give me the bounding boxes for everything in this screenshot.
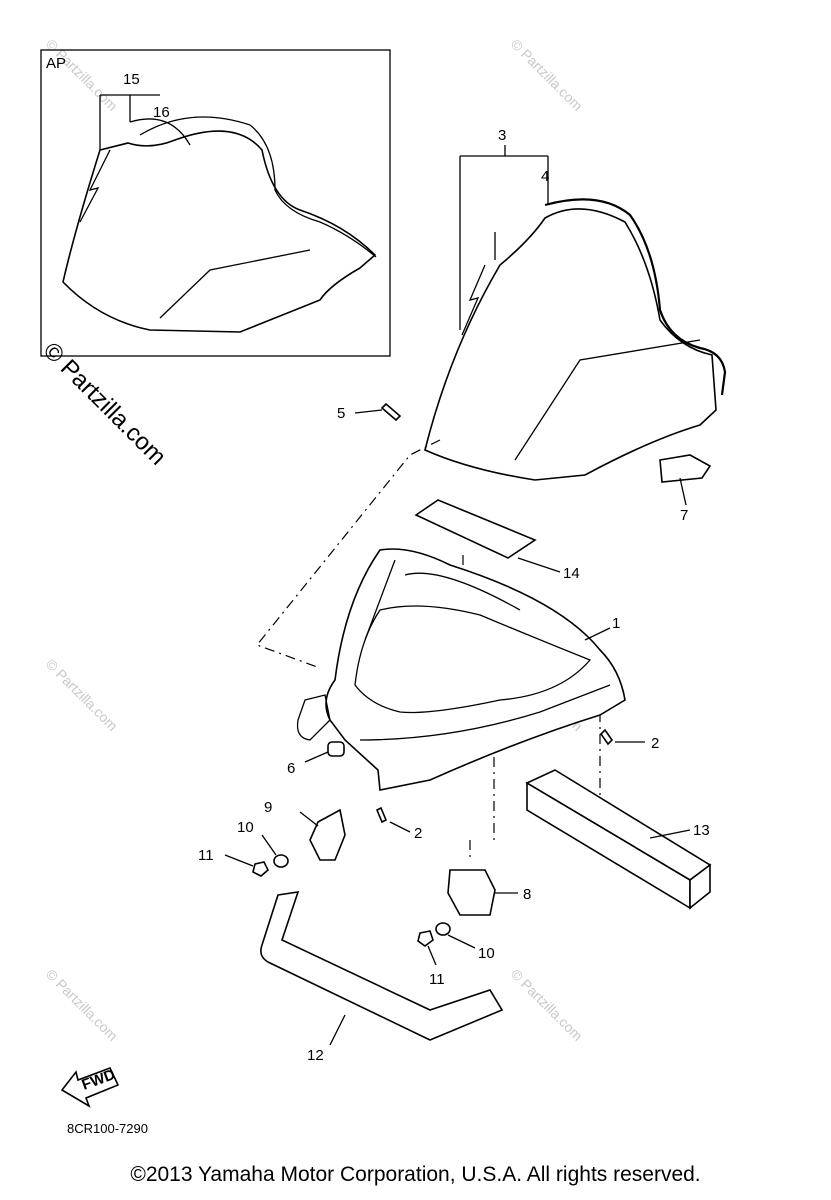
watermark-text: © Partzilla.com	[43, 656, 121, 734]
cowling-1: 1	[296, 548, 626, 791]
callout-8: 8	[523, 886, 531, 903]
pad-14: 14	[414, 499, 580, 582]
callout-12: 12	[307, 1047, 324, 1064]
callout-16: 16	[153, 104, 170, 121]
clip-7: 7	[659, 454, 712, 524]
callout-5: 5	[337, 405, 345, 422]
watermark-text: © Partzilla.com	[43, 36, 121, 114]
windshield-crease	[514, 339, 701, 461]
handle-12: 12	[260, 891, 504, 1064]
foam-13: 13	[525, 769, 712, 910]
alignment-lines	[256, 439, 601, 860]
fwd-arrow-icon: FWD	[60, 1066, 120, 1108]
callout-14: 14	[563, 565, 580, 582]
nut-11: 11	[198, 847, 269, 877]
windshield-trim	[544, 198, 727, 396]
watermark-text: © Partzilla.com	[43, 966, 121, 1044]
windshield-leader	[459, 145, 549, 330]
callout-10: 10	[478, 945, 495, 962]
bracket-8: 8	[447, 869, 531, 916]
inset-windshield	[62, 130, 377, 333]
callout-11: 11	[429, 971, 445, 988]
inset-shield-crease	[159, 249, 311, 319]
cowling-shape	[325, 548, 626, 791]
copyright-notice: ©2013 Yamaha Motor Corporation, U.S.A. A…	[130, 1163, 701, 1186]
windshield: 3 4	[424, 127, 727, 481]
watermark-text: © Partzilla.com	[508, 36, 586, 114]
screw-2: 2	[375, 806, 422, 842]
bracket-9: 9	[264, 799, 346, 861]
inset-leader	[99, 94, 160, 150]
diagram-reference-code: 8CR100-7290	[67, 1121, 148, 1136]
nut-11: 11	[417, 930, 445, 988]
washer-10: 10	[435, 922, 495, 962]
callout-6: 6	[287, 760, 295, 777]
grommet-6: 6	[287, 741, 345, 777]
callout-10: 10	[237, 819, 254, 836]
callout-7: 7	[680, 507, 688, 524]
inset-trim-edge	[139, 116, 377, 258]
windshield-notch	[461, 232, 496, 336]
callout-9: 9	[264, 799, 272, 816]
inset-frame	[40, 49, 391, 357]
callout-13: 13	[693, 822, 710, 839]
washer-10: 10	[237, 819, 289, 868]
cowling-window	[354, 605, 592, 714]
watermark-text: © Partzilla.com	[38, 337, 171, 470]
callout-3: 3	[498, 127, 506, 144]
watermark-text: © Partzilla.com	[508, 966, 586, 1044]
handle-shape	[260, 891, 504, 1041]
cowling-lower-edge	[359, 684, 611, 741]
cowling-tab	[296, 694, 331, 741]
callout-15: 15	[123, 71, 140, 88]
screw-5: 5	[337, 402, 402, 422]
windshield-shape	[424, 208, 717, 481]
callout-2: 2	[414, 825, 422, 842]
inset-trim-top	[129, 118, 191, 146]
callout-2: 2	[651, 735, 659, 752]
callout-4: 4	[541, 168, 549, 185]
callout-1: 1	[612, 615, 620, 632]
inset-label: AP	[46, 55, 66, 72]
inset-ap: AP 15 16	[40, 49, 391, 357]
screw-2: 2	[599, 728, 659, 752]
parts-diagram: © Partzilla.com © Partzilla.com © Partzi…	[38, 36, 727, 1136]
inset-shield-notch	[79, 149, 111, 223]
cowling-ridge	[364, 559, 521, 641]
callout-11: 11	[198, 847, 214, 864]
